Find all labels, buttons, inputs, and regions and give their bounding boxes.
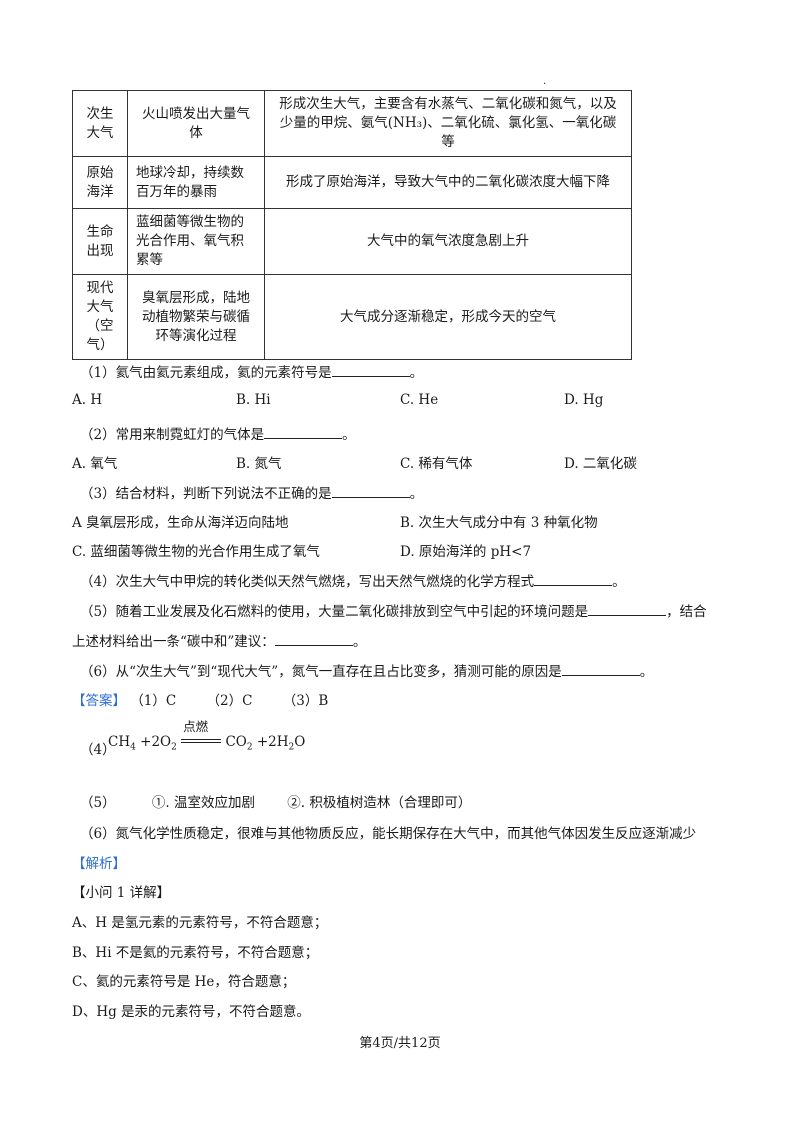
eq-left: CH4 +2O2 [108,734,177,753]
question-1: （1）氦气由氦元素组成，氦的元素符号是 。 [80,361,423,381]
answer-line: 【答案】 （1）C （2）C （3）B [72,689,328,709]
option-b: B. 氮气 [236,456,282,472]
analysis-line: A、H 是氢元素的元素符号，不符合题意； [72,915,328,931]
option-c: C. 稀有气体 [400,456,473,472]
table-cell: 地球冷却，持续数百万年的暴雨 [127,156,265,209]
question-2: （2）常用来制霓虹灯的气体是 。 [80,423,356,443]
answer-blank [331,483,410,498]
option-c: C. 蓝细菌等微生物的光合作用生成了氧气 [72,544,320,560]
analysis-tag: 【解析】 [72,856,126,872]
option-a: A. H [72,392,103,408]
table-cell: 火山喷发出大量气体 [127,90,265,157]
answer-2: （2）C [206,693,253,709]
table-cell: 原始海洋 [72,156,128,209]
question-5-line-1: （5）随着工业发展及化石燃料的使用，大量二氧化碳排放到空气中引起的环境问题是 ，结… [80,600,707,620]
question-text: （2）常用来制霓虹灯的气体是 [80,427,265,443]
table-cell: 蓝细菌等微生物的光合作用、氧气积累等 [127,208,265,275]
answer-tag: 【答案】 [72,693,126,709]
question-text: （3）结合材料，判断下列说法不正确的是 [80,486,332,502]
analysis-line: B、Hi 不是氦的元素符号，不符合题意； [72,945,319,961]
question-end: 。 [409,486,424,502]
analysis-line: C、氦的元素符号是 He，符合题意； [72,974,296,990]
table-cell: 形成次生大气，主要含有水蒸气、二氧化碳和氮气，以及少量的甲烷、氨气(NH₃)、二… [264,90,632,157]
table-row: 生命出现 蓝细菌等微生物的光合作用、氧气积累等 大气中的氧气浓度急剧上升 [72,208,632,275]
question-text: 上述材料给出一条“碳中和”建议： [72,634,275,650]
question-text: （5）随着工业发展及化石燃料的使用，大量二氧化碳排放到空气中引起的环境问题是 [80,604,589,620]
table-cell: 次生大气 [72,90,128,157]
eq-condition: 点燃 [183,719,209,734]
answer-4: （4） [80,738,116,758]
table-row: 次生大气 火山喷发出大量气体 形成次生大气，主要含有水蒸气、二氧化碳和氮气，以及… [72,90,632,157]
option-a: A. 氧气 [72,456,118,472]
eq-bar [181,739,222,740]
analysis-line: D、Hg 是汞的元素符号，不符合题意。 [72,1004,311,1020]
question-text: （4）次生大气中甲烷的转化类似天然气燃烧，写出天然气燃烧的化学方程式 [80,574,535,590]
question-3: （3）结合材料，判断下列说法不正确的是 。 [80,482,423,502]
table-cell: 臭氧层形成，陆地动植物繁荣与碳循环等演化过程 [127,274,265,360]
answer-5-part-2: ②. 积极植树造林（合理即可） [287,795,472,811]
option-d: D. 二氧化碳 [564,456,637,472]
option-c: C. He [400,392,439,408]
answer-3: （3）B [282,693,329,709]
answer-6: （6）氮气化学性质稳定，很难与其他物质反应，能长期保存在大气中，而其他气体因发生… [80,826,697,842]
option-a: A 臭氧层形成，生命从海洋迈向陆地 [72,515,289,531]
analysis-subtitle: 【小问 1 详解】 [72,885,171,901]
question-end: 。 [612,574,626,590]
top-dot: . [543,76,547,87]
table-cell: 大气中的氧气浓度急剧上升 [264,208,632,275]
answer-blank [561,661,640,676]
question-text-tail: ，结合 [666,604,707,620]
table-cell: 生命出现 [72,208,128,275]
answer-blank [534,571,613,586]
page-number: 第4页/共12页 [359,1036,441,1051]
option-d: D. 原始海洋的 pH<7 [400,544,532,560]
option-d: D. Hg [564,392,604,408]
table-cell: 现代大气（空气） [72,274,128,360]
question-text: （1）氦气由氦元素组成，氦的元素符号是 [80,365,332,381]
answer-blank [588,601,667,616]
answer-5-part-1: ①. 温室效应加剧 [151,795,255,811]
question-4: （4）次生大气中甲烷的转化类似天然气燃烧，写出天然气燃烧的化学方程式 。 [80,570,626,590]
option-b: B. 次生大气成分中有 3 种氧化物 [400,515,598,531]
answer-blank [331,362,410,377]
table-row: 原始海洋 地球冷却，持续数百万年的暴雨 形成了原始海洋，导致大气中的二氧化碳浓度… [72,156,632,209]
question-end: 。 [352,634,367,650]
answer-5: （5） ①. 温室效应加剧 ②. 积极植树造林（合理即可） [80,791,471,811]
table-cell: 大气成分逐渐稳定，形成今天的空气 [264,274,632,360]
eq-bar [181,742,222,743]
question-end: 。 [409,365,424,381]
answer-1: （1）C [130,693,177,709]
atmosphere-stages-table: 次生大气 火山喷发出大量气体 形成次生大气，主要含有水蒸气、二氧化碳和氮气，以及… [72,90,632,360]
answer-blank [264,424,343,439]
option-b: B. Hi [236,392,271,408]
answer-blank [274,631,353,646]
question-5-line-2: 上述材料给出一条“碳中和”建议： 。 [72,630,366,650]
question-text: （6）从“次生大气”到“现代大气”，氮气一直存在且占比变多，猜测可能的原因是 [80,664,562,680]
question-end: 。 [342,427,356,443]
answer-4-label: （4） [80,742,116,758]
table-cell: 形成了原始海洋，导致大气中的二氧化碳浓度大幅下降 [264,156,632,209]
answer-5-label: （5） [80,795,116,811]
question-end: 。 [639,664,654,680]
eq-condition-arrow: 点燃 [181,719,222,754]
question-6: （6）从“次生大气”到“现代大气”，氮气一直存在且占比变多，猜测可能的原因是 。 [80,660,653,680]
table-row: 现代大气（空气） 臭氧层形成，陆地动植物繁荣与碳循环等演化过程 大气成分逐渐稳定… [72,274,632,360]
eq-right: CO2 +2H2O [225,734,306,753]
chemical-equation: CH4 +2O2 点燃 CO2 +2H2O [108,719,306,754]
